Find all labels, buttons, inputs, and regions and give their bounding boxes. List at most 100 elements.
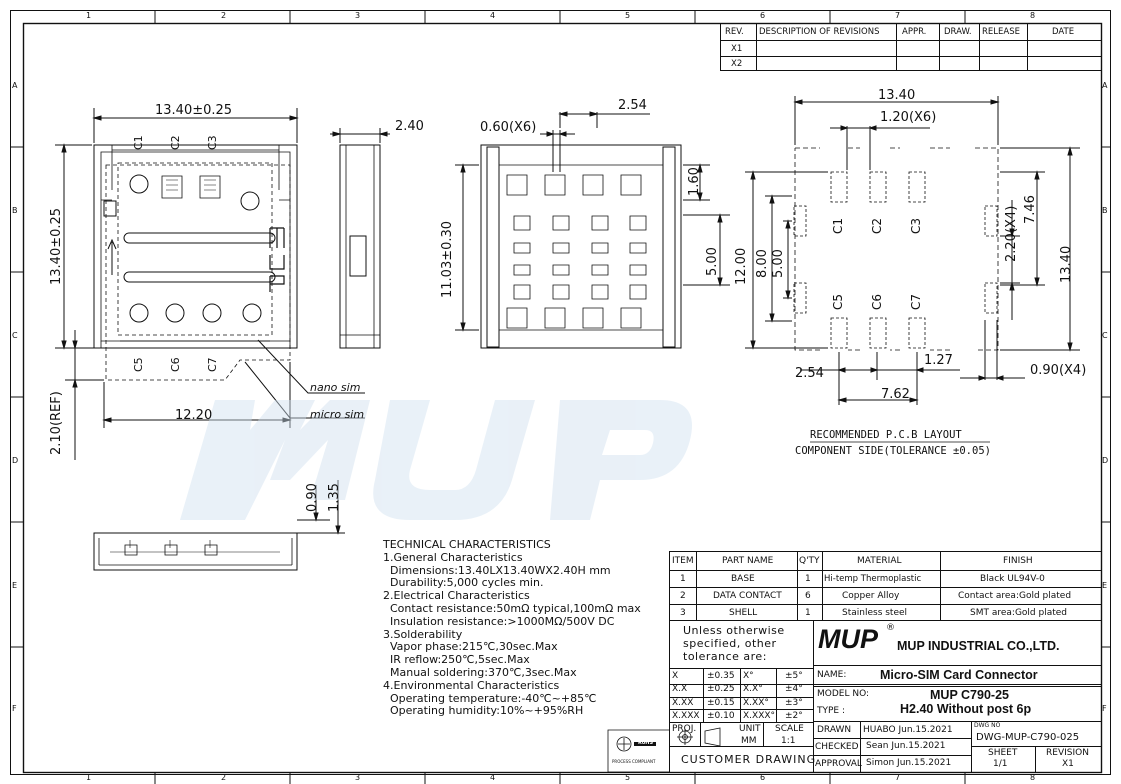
bom-row2-material: Copper Alloy	[842, 591, 900, 601]
checked-label: CHECKED	[815, 742, 859, 752]
tol-xx-value: ±0.25	[707, 684, 735, 694]
tech-line: 1.General Characteristics	[383, 550, 523, 564]
revision-value: X1	[1062, 759, 1074, 769]
bottom-view-height-dim: 11.03±0.30	[440, 220, 455, 298]
top-view-contact-c6: C6	[169, 357, 182, 372]
pcb-contact-c3: C3	[909, 217, 923, 234]
company-name: MUP INDUSTRIAL CO.,LTD.	[897, 639, 1060, 653]
scale-label: SCALE	[775, 724, 804, 734]
top-view-logo	[269, 227, 285, 292]
tol-xdeg-label: X°	[743, 671, 754, 681]
bom-row2-part: DATA CONTACT	[713, 591, 782, 601]
pcb-dim-1200: 12.00	[734, 247, 749, 285]
rev-header-description: DESCRIPTION OF REVISIONS	[759, 27, 880, 37]
tech-line: 4.Environmental Characteristics	[383, 678, 560, 692]
top-view-ref-dim: 2.10(REF)	[49, 391, 64, 455]
bottom-view-dim-500: 5.00	[705, 247, 720, 276]
col-label-8: 8	[1030, 11, 1036, 20]
pcb-contact-c2: C2	[870, 217, 884, 234]
tolerance-note-line2: specified, other	[683, 637, 777, 650]
row-label-f: F	[12, 704, 17, 713]
col-label-7-bottom: 7	[895, 773, 901, 782]
micro-sim-label: micro sim	[310, 408, 365, 421]
pcb-pitch-dim: 1.20(X6)	[880, 110, 937, 125]
bom-row3-material: Stainless steel	[842, 608, 908, 618]
dwg-no-label: DWG NO	[974, 722, 1001, 729]
top-view-contact-c2: C2	[169, 135, 182, 150]
top-view-height-dim: 13.40±0.25	[49, 207, 64, 285]
type-label: TYPE :	[817, 706, 846, 716]
sheet-value: 1/1	[993, 759, 1008, 769]
bom-row3-item: 3	[680, 608, 686, 618]
rohs-label: RoHS	[638, 740, 654, 746]
revision-label: REVISION	[1046, 748, 1089, 758]
tol-xxdeg-value: ±4°	[785, 684, 803, 694]
technical-characteristics: TECHNICAL CHARACTERISTICS 1.General Char…	[383, 538, 641, 718]
bom-row2-finish: Contact area:Gold plated	[958, 591, 1072, 601]
tech-line: Operating humidity:10%~+95%RH	[383, 704, 584, 718]
tech-line: Insulation resistance:>1000MΩ/500V DC	[383, 614, 615, 628]
col-label-6-bottom: 6	[760, 773, 766, 782]
pcb-contact-c7: C7	[909, 293, 923, 310]
pcb-top-dim: 13.40	[878, 88, 916, 103]
bom-row1-item: 1	[680, 574, 686, 584]
checked-value: Sean Jun.15.2021	[866, 741, 946, 751]
pcb-dim-220: 2.20(X4)	[1004, 205, 1019, 262]
model-value: MUP C790-25	[930, 688, 1009, 702]
tol-xxxx-label: X.XXX	[672, 711, 700, 721]
name-value: Micro-SIM Card Connector	[880, 668, 1038, 682]
col-label-1-bottom: 1	[86, 773, 92, 782]
tech-line: Dimensions:13.40LX13.40WX2.40H mm	[383, 563, 611, 577]
pcb-dim-746: 7.46	[1023, 195, 1038, 224]
bom-row1-qty: 1	[805, 574, 811, 584]
col-label-4-bottom: 4	[490, 773, 496, 782]
top-view-contact-c5: C5	[132, 357, 145, 372]
tol-xxxdeg-label: X.XX°	[743, 698, 769, 708]
rev-header-release: RELEASE	[982, 27, 1020, 37]
name-label: NAME:	[817, 670, 847, 680]
pcb-dim-1340: 13.40	[1059, 245, 1074, 283]
customer-drawing-label: CUSTOMER DRAWING	[681, 753, 817, 766]
sheet-label: SHEET	[988, 748, 1018, 758]
bom-header-material: MATERIAL	[857, 556, 902, 566]
row-label-d: D	[12, 456, 19, 465]
tol-xxx-value: ±0.15	[707, 698, 735, 708]
pcb-caption-title: RECOMMENDED P.C.B LAYOUT	[810, 429, 962, 441]
bottom-view-dim-160: 1.60	[687, 167, 702, 196]
side-view-width-dim: 2.40	[395, 119, 424, 134]
company-logo: MUP	[818, 624, 878, 654]
col-label-2: 2	[221, 11, 227, 20]
watermark-graphic	[180, 400, 692, 520]
tech-line: Manual soldering:370℃,3sec.Max	[383, 665, 577, 679]
pcb-caption-subtitle: COMPONENT SIDE(TOLERANCE ±0.05)	[795, 445, 991, 457]
bom-header-finish: FINISH	[1003, 556, 1033, 566]
pcb-dim-127: 1.27	[924, 353, 953, 368]
model-label: MODEL NO:	[817, 689, 870, 699]
pcb-dim-800: 8.00	[755, 249, 770, 278]
row-label-c-right: C	[1102, 331, 1108, 340]
row-label-a: A	[12, 81, 18, 90]
pcb-dim-762: 7.62	[881, 387, 910, 402]
pcb-dim-090: 0.90(X4)	[1030, 363, 1087, 378]
tech-line: Vapor phase:215℃,30sec.Max	[383, 640, 558, 654]
row-label-e-right: E	[1102, 581, 1108, 590]
tol-xxxxdeg-value: ±2°	[785, 711, 803, 721]
tech-line: IR reflow:250℃,5sec.Max	[383, 653, 530, 667]
approval-value: Simon Jun.15.2021	[866, 758, 952, 768]
bottom-view-pitch-dim: 0.60(X6)	[480, 120, 537, 135]
rev-header-draw: DRAW.	[944, 27, 972, 37]
registered-mark: ®	[886, 623, 895, 633]
rev-row-x1: X1	[731, 44, 743, 54]
rev-header-appr: APPR.	[902, 27, 927, 37]
tol-xxxdeg-value: ±3°	[785, 698, 803, 708]
proj-label: PROJ.	[672, 724, 697, 734]
projection-symbol	[677, 727, 721, 747]
front-view-dim-090: 0.90	[305, 483, 320, 512]
tech-title: TECHNICAL CHARACTERISTICS	[383, 538, 551, 551]
drawn-value: HUABO Jun.15.2021	[863, 725, 953, 735]
col-label-2-bottom: 2	[221, 773, 227, 782]
top-view-contact-c3: C3	[206, 135, 219, 150]
bom-row1-finish: Black UL94V-0	[980, 574, 1045, 584]
bom-row1-part: BASE	[731, 574, 755, 584]
